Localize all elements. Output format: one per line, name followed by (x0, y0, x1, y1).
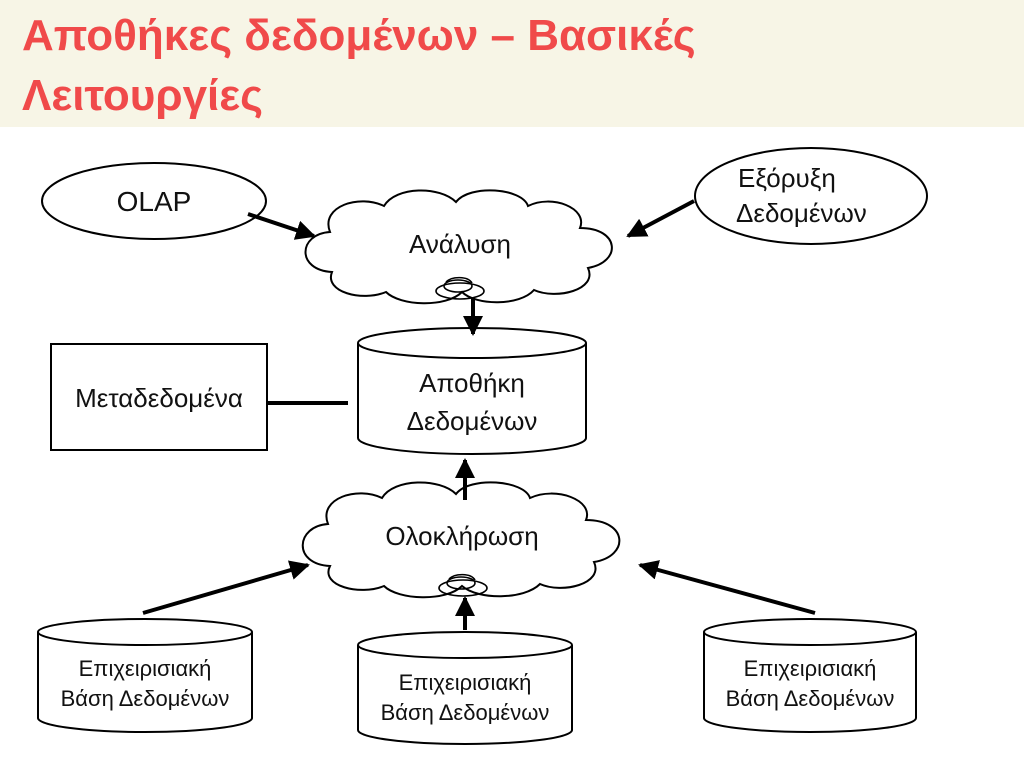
arrow-mining-to-analysis (626, 199, 695, 238)
slide-title-line-2: Λειτουργίες (22, 71, 264, 120)
slide-title: Αποθήκες δεδομένων – Βασικές Λειτουργίες (22, 6, 696, 126)
data-mining-node: Εξόρυξη Δεδομένων (694, 147, 928, 245)
title-band (0, 0, 1024, 127)
data-warehouse-label-line-2: Δεδομένων (407, 406, 538, 436)
integration-label: Ολοκλήρωση (385, 521, 538, 551)
integration-cloud: Ολοκλήρωση (301, 481, 621, 599)
metadata-label: Μεταδεδομένα (75, 383, 243, 413)
metadata-node: Μεταδεδομένα (50, 343, 268, 451)
data-mining-label-line-1: Εξόρυξη (738, 163, 836, 193)
operational-db-center-line-2: Βάση Δεδομένων (381, 700, 550, 725)
operational-db-center-line-1: Επιχειρισιακή (399, 670, 532, 695)
olap-label: OLAP (117, 186, 192, 217)
olap-node: OLAP (41, 162, 267, 240)
arrow-right-db-to-integration (638, 560, 816, 615)
operational-db-right-line-1: Επιχειρισιακή (744, 656, 877, 681)
operational-db-left-line-2: Βάση Δεδομένων (61, 686, 230, 711)
operational-db-right: Επιχειρισιακή Βάση Δεδομένων (703, 618, 917, 733)
slide-title-line-1: Αποθήκες δεδομένων – Βασικές (22, 11, 696, 60)
data-warehouse-node: Αποθήκη Δεδομένων (357, 327, 587, 455)
operational-db-center: Επιχειρισιακή Βάση Δεδομένων (357, 631, 573, 745)
operational-db-right-line-2: Βάση Δεδομένων (726, 686, 895, 711)
analysis-cloud: Ανάλυση (304, 189, 613, 305)
operational-db-left-line-1: Επιχειρισιακή (79, 656, 212, 681)
analysis-swirl-icon (435, 276, 485, 300)
analysis-label: Ανάλυση (409, 229, 511, 259)
arrow-olap-to-analysis (247, 212, 316, 240)
data-mining-label-line-2: Δεδομένων (736, 198, 867, 228)
data-warehouse-label-line-1: Αποθήκη (419, 368, 525, 398)
arrow-left-db-to-integration (142, 560, 310, 615)
operational-db-left: Επιχειρισιακή Βάση Δεδομένων (37, 618, 253, 733)
